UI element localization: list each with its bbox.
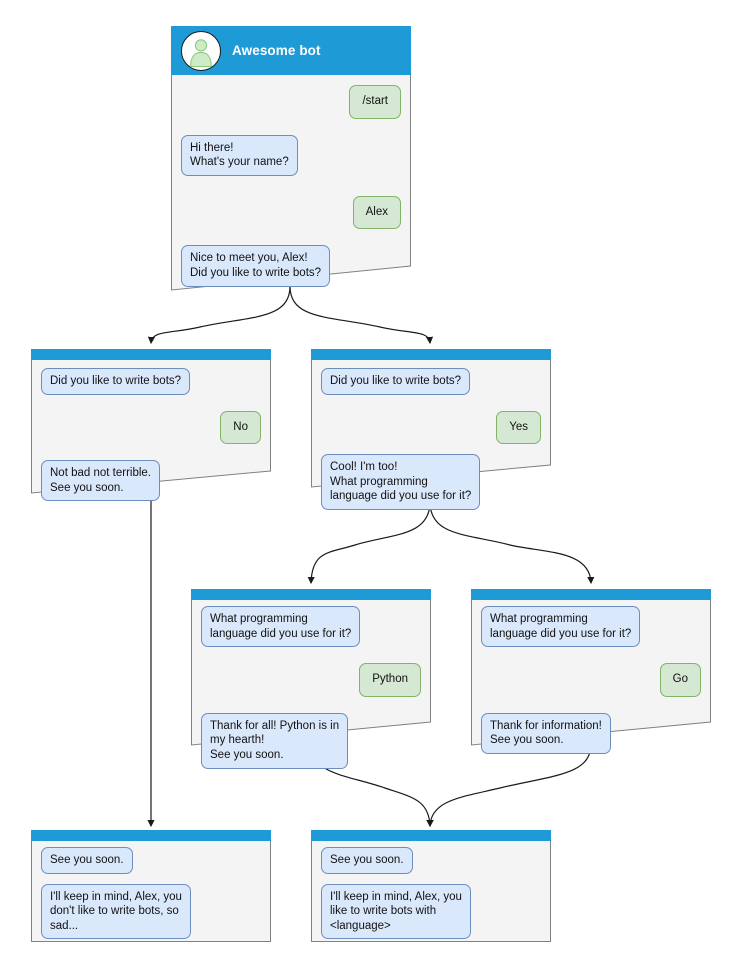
message-row: Did you like to write bots? xyxy=(321,368,541,395)
card-root[interactable]: Awesome bot /start Hi there! What's your… xyxy=(171,26,411,291)
bot-message-bubble: See you soon. xyxy=(41,847,133,874)
user-message-bubble: /start xyxy=(349,85,401,119)
card-python-branch[interactable]: What programming language did you use fo… xyxy=(191,589,431,769)
message-row: Did you like to write bots? xyxy=(41,368,261,395)
person-avatar-icon xyxy=(181,30,221,71)
message-row: /start xyxy=(181,85,401,119)
card-end-no-header xyxy=(31,830,271,841)
card-end-yes-header xyxy=(311,830,551,841)
bot-message-bubble: What programming language did you use fo… xyxy=(201,606,361,648)
message-row: Python xyxy=(201,663,421,697)
card-root-body: /start Hi there! What's your name? Alex … xyxy=(171,75,411,297)
card-end-yes[interactable]: See you soon. I'll keep in mind, Alex, y… xyxy=(311,830,551,942)
card-no-branch-body: Did you like to write bots? No Not bad n… xyxy=(31,360,271,511)
card-go-branch[interactable]: What programming language did you use fo… xyxy=(471,589,711,754)
bot-message-bubble: Hi there! What's your name? xyxy=(181,134,298,176)
message-row: I'll keep in mind, Alex, you like to wri… xyxy=(321,883,541,940)
user-message-bubble: Alex xyxy=(352,195,401,230)
message-row: What programming language did you use fo… xyxy=(201,606,421,648)
card-end-no-body: See you soon. I'll keep in mind, Alex, y… xyxy=(31,841,271,949)
card-go-branch-body: What programming language did you use fo… xyxy=(471,600,711,764)
bot-message-bubble: Thank for information! See you soon. xyxy=(481,712,611,754)
bot-title: Awesome bot xyxy=(232,43,321,58)
user-message-bubble: Yes xyxy=(496,410,541,445)
message-row: Not bad not terrible. See you soon. xyxy=(41,460,261,502)
card-no-branch-header xyxy=(31,349,271,360)
message-row: Thank for all! Python is in my hearth! S… xyxy=(201,712,421,769)
bot-message-bubble: Thank for all! Python is in my hearth! S… xyxy=(201,712,349,769)
message-row: See you soon. xyxy=(321,847,541,874)
card-yes-branch-body: Did you like to write bots? Yes Cool! I'… xyxy=(311,360,551,520)
bot-message-bubble: See you soon. xyxy=(321,847,413,874)
message-row: Nice to meet you, Alex! Did you like to … xyxy=(181,245,401,287)
user-message-bubble: Go xyxy=(659,663,701,697)
message-row: What programming language did you use fo… xyxy=(481,606,701,648)
card-python-branch-body: What programming language did you use fo… xyxy=(191,600,431,779)
user-message-bubble: Python xyxy=(359,663,421,697)
message-row: Go xyxy=(481,663,701,697)
card-end-yes-body: See you soon. I'll keep in mind, Alex, y… xyxy=(311,841,551,949)
card-root-header: Awesome bot xyxy=(171,26,411,75)
bot-message-bubble: I'll keep in mind, Alex, you like to wri… xyxy=(321,883,471,940)
bot-message-bubble: Nice to meet you, Alex! Did you like to … xyxy=(181,245,331,287)
bot-message-bubble: Cool! I'm too! What programming language… xyxy=(321,454,481,510)
card-end-no[interactable]: See you soon. I'll keep in mind, Alex, y… xyxy=(31,830,271,942)
card-yes-branch-header xyxy=(311,349,551,360)
bot-message-bubble: What programming language did you use fo… xyxy=(481,606,641,648)
bot-message-bubble: Not bad not terrible. See you soon. xyxy=(41,460,161,502)
message-row: I'll keep in mind, Alex, you don't like … xyxy=(41,883,261,940)
card-no-branch[interactable]: Did you like to write bots? No Not bad n… xyxy=(31,349,271,502)
message-row: Cool! I'm too! What programming language… xyxy=(321,454,541,510)
bot-message-bubble: Did you like to write bots? xyxy=(41,368,191,395)
card-python-branch-header xyxy=(191,589,431,600)
message-row: No xyxy=(41,410,261,445)
card-go-branch-header xyxy=(471,589,711,600)
bot-message-bubble: I'll keep in mind, Alex, you don't like … xyxy=(41,883,191,940)
message-row: Hi there! What's your name? xyxy=(181,134,401,176)
message-row: See you soon. xyxy=(41,847,261,874)
message-row: Alex xyxy=(181,195,401,230)
message-row: Yes xyxy=(321,410,541,445)
bot-message-bubble: Did you like to write bots? xyxy=(321,368,471,395)
card-yes-branch[interactable]: Did you like to write bots? Yes Cool! I'… xyxy=(311,349,551,510)
user-message-bubble: No xyxy=(220,410,261,445)
message-row: Thank for information! See you soon. xyxy=(481,712,701,754)
